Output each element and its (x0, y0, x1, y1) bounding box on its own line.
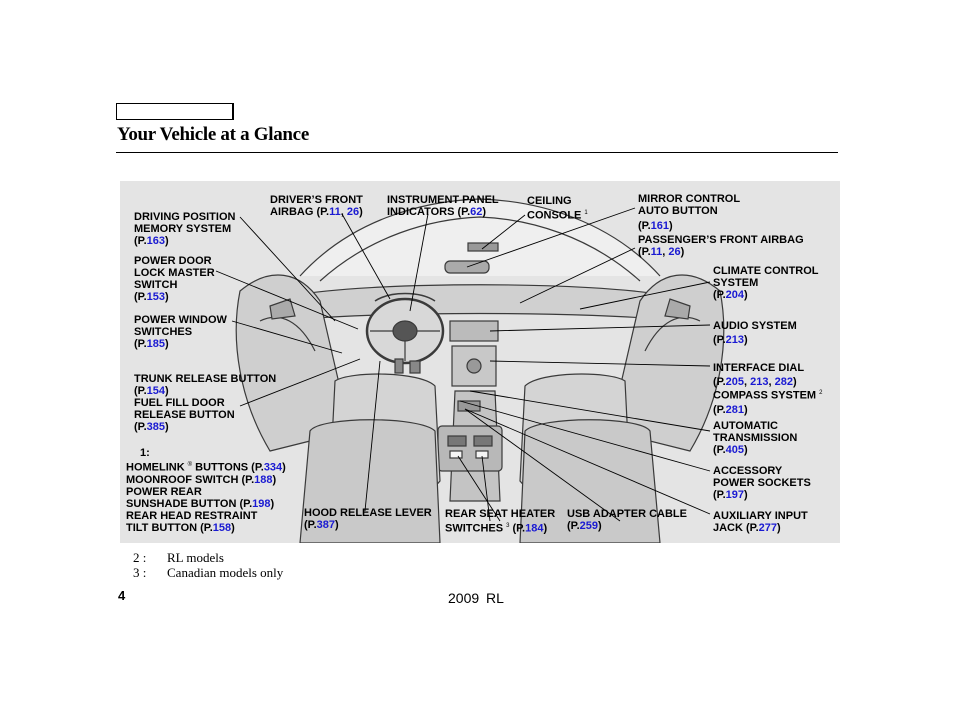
page-ref-link[interactable]: 184 (525, 522, 544, 535)
page-ref-link[interactable]: 11 (650, 246, 663, 258)
page-ref-link[interactable]: 154 (146, 385, 165, 397)
page-ref-link[interactable]: 277 (758, 522, 778, 534)
label-climate-control: CLIMATE CONTROL SYSTEM (P.204) (713, 265, 819, 301)
page-ref-link[interactable]: 11 (329, 206, 341, 218)
page-ref-link[interactable]: 204 (725, 289, 744, 301)
label-group1-items: HOMELINK® BUTTONS (P.334) MOONROOF SWITC… (126, 461, 286, 534)
footnote-item: 3 :Canadian models only (133, 565, 284, 580)
label-automatic-transmission: AUTOMATIC TRANSMISSION (P.405) (713, 420, 798, 456)
footnote-item: 2 :RL models (133, 550, 224, 565)
page-ref-link[interactable]: 161 (650, 220, 669, 232)
label-audio-system: AUDIO SYSTEM (P.213) (713, 320, 797, 346)
page-ref-link[interactable]: 387 (316, 519, 335, 531)
page-ref-link[interactable]: 62 (470, 206, 483, 218)
label-drivers-front-airbag: DRIVER’S FRONT AIRBAG (P.11, 26) (270, 194, 363, 218)
group1-marker: 1: (140, 447, 150, 459)
page-ref-link[interactable]: 158 (212, 521, 232, 534)
label-hood-release-lever: HOOD RELEASE LEVER (P.387) (304, 507, 432, 531)
page-number: 4 (118, 588, 126, 603)
label-trunk-release: TRUNK RELEASE BUTTON (P.154) (134, 373, 277, 397)
page-ref-link[interactable]: 385 (146, 421, 165, 433)
label-driving-position-memory: DRIVING POSITION MEMORY SYSTEM (P.163) (134, 211, 236, 247)
interior-diagram: DRIVING POSITION MEMORY SYSTEM (P.163) P… (120, 181, 840, 543)
label-power-door-lock-switch: POWER DOOR LOCK MASTER SWITCH (P.153) (134, 255, 215, 303)
page-ref-link[interactable]: 197 (725, 489, 744, 501)
label-usb-adapter-cable: USB ADAPTER CABLE (P.259) (567, 508, 687, 532)
page-ref-link[interactable]: 163 (146, 235, 165, 247)
page-ref-link[interactable]: 282 (774, 376, 793, 388)
label-auxiliary-input-jack: AUXILIARY INPUT JACK (P.277) (713, 510, 808, 534)
section-tab-box (116, 103, 234, 120)
page-ref-link[interactable]: 185 (146, 338, 165, 350)
label-passengers-front-airbag: PASSENGER’S FRONT AIRBAG (P.11, 26) (638, 234, 804, 258)
label-fuel-fill-door: FUEL FILL DOOR RELEASE BUTTON (P.385) (134, 397, 235, 433)
page-ref-link[interactable]: 188 (254, 473, 273, 486)
label-power-window-switches: POWER WINDOW SWITCHES (P.185) (134, 314, 227, 350)
page-ref-link[interactable]: 26 (668, 246, 681, 258)
page-ref-link[interactable]: 198 (252, 497, 271, 510)
page-ref-link[interactable]: 281 (725, 403, 744, 416)
label-mirror-control-auto: MIRROR CONTROL AUTO BUTTON (P.161) (638, 193, 741, 232)
page-ref-link[interactable]: 213 (725, 334, 744, 346)
interior-illustration (215, 198, 725, 543)
page-ref-link[interactable]: 405 (725, 444, 744, 456)
page-ref-link[interactable]: 153 (146, 291, 165, 303)
page-title: Your Vehicle at a Glance (117, 124, 309, 145)
page-ref-link[interactable]: 334 (263, 461, 283, 474)
label-instrument-panel-indicators: INSTRUMENT PANEL INDICATORS (P.62) (387, 194, 499, 218)
model-footer: 2009 RL (448, 590, 504, 606)
page-ref-link[interactable]: 26 (346, 206, 360, 218)
page-ref-link[interactable]: 205 (725, 376, 744, 388)
page-ref-link[interactable]: 213 (750, 376, 769, 388)
label-accessory-power-sockets: ACCESSORY POWER SOCKETS (P.197) (713, 465, 811, 501)
page-ref-link[interactable]: 259 (579, 520, 598, 532)
title-rule (116, 152, 838, 153)
label-interface-dial: INTERFACE DIAL (P.205, 213, 282) (713, 362, 805, 388)
